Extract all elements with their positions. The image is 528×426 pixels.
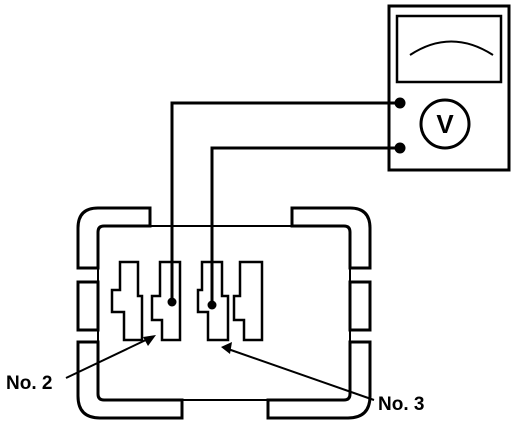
voltmeter-dial-window [395,14,503,84]
connector-side-tab-left [76,280,100,332]
terminal-1 [110,260,144,342]
callout-arrowhead-no2 [143,335,156,346]
connector-shell-top-right [290,206,372,270]
connector-side-tab-right [348,280,372,332]
connector-inner-cavity [97,225,351,401]
connector-shell-bottom-left [76,340,184,420]
connector-shell-top-left [76,206,152,270]
voltmeter-body [387,4,511,172]
label-terminal-no2: No. 2 [6,373,52,394]
probe-contact-no3 [207,300,217,310]
terminal-2 [150,260,182,342]
probe-contact-no2 [167,297,177,307]
terminal-4 [232,260,264,342]
test-lead-negative [210,146,400,305]
voltmeter: V [387,4,511,172]
callout-line-no2 [65,337,151,379]
voltmeter-symbol: V [436,109,454,139]
callout-line-no3 [227,348,375,401]
label-terminal-no3: No. 3 [378,394,424,415]
test-lead-positive [170,101,400,302]
terminal-row [110,260,264,342]
callout-arrowhead-no3 [221,342,232,354]
connector-housing [76,206,372,420]
voltmeter-symbol-circle [419,98,471,150]
terminal-3 [196,260,230,342]
voltmeter-scale-arc [409,40,494,56]
